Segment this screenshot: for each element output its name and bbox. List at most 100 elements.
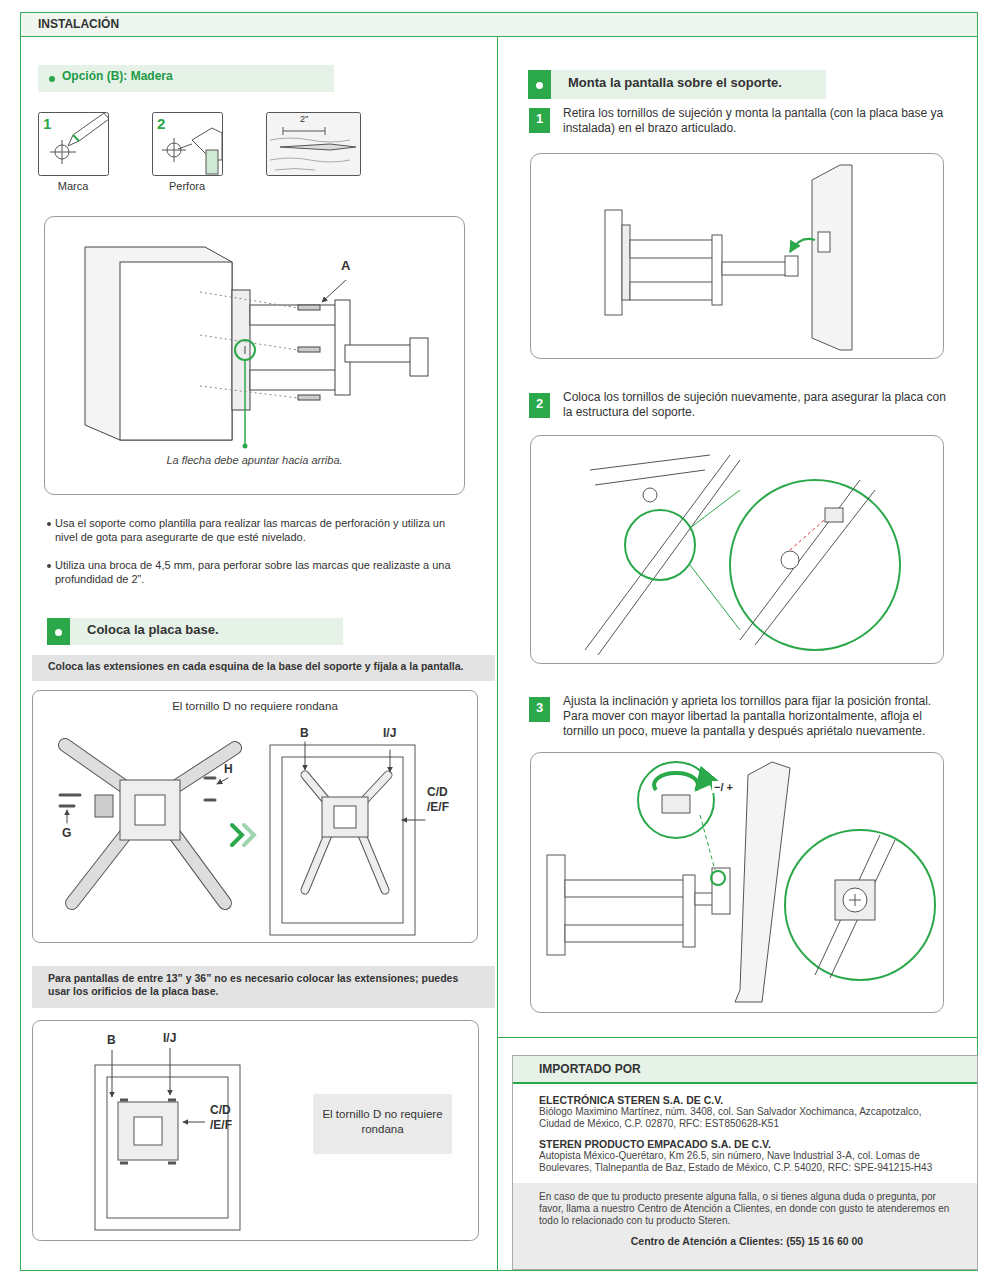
mount-screen-figures-part (585, 455, 730, 650)
base-plate-figure-part (322, 797, 368, 837)
mount-screen-figures (531, 154, 944, 1013)
base-plate-figure-part (120, 780, 180, 840)
node-text: Para pantallas de entre 13” y 36” no es … (32, 966, 495, 1004)
step-icon-drill (153, 113, 223, 176)
step-icon-box: 2Perfora (152, 112, 222, 197)
mount-screen-figures-part (690, 490, 740, 528)
wood-depth-icon-part (283, 127, 284, 135)
node-text: Perfora (152, 180, 222, 193)
step-icon-mark-part (62, 140, 63, 164)
mount-screen-figures-part (722, 262, 790, 275)
mount-screen-figures-part (855, 894, 856, 906)
node-text: Autopista México-Querétaro, Km 26.5, sin… (539, 1150, 955, 1174)
small-plate-figure-part (33, 1021, 479, 1241)
label-holder: C/D /E/F (210, 1103, 250, 1133)
base-plate-figure-part (244, 825, 254, 845)
step-text: Ajusta la inclinación y aprieta los torn… (563, 694, 958, 739)
mount-screen-figures-part (781, 551, 799, 569)
mount-screen-figures-part (712, 235, 722, 305)
base-plate-figure (60, 742, 425, 935)
wall-mount-figure-part (250, 305, 345, 325)
wall-mount-figure-part (250, 370, 345, 390)
node-text: Centro de Atención a Clientes: (55) 15 1… (513, 1227, 977, 1247)
base-plate-figure-part (390, 750, 391, 772)
drawing-part-part (175, 835, 225, 903)
drawing-part-part (200, 335, 298, 350)
node-text: 2 (152, 112, 222, 133)
wood-depth-icon-part (267, 113, 361, 176)
drawing-part (305, 775, 388, 890)
mount-screen-figures-part (812, 165, 852, 350)
node-text: El tornillo D no requiere rondana (33, 691, 477, 713)
drawing-part-part (65, 745, 125, 787)
wall-mount-figure-part (235, 340, 255, 360)
drawing-part-part (200, 292, 298, 308)
callout-letter: A (341, 258, 350, 273)
mount-screen-figures-part (835, 880, 875, 920)
node-text: 2 (529, 393, 550, 414)
label-holder: I/J (163, 1031, 176, 1045)
small-plate-figure-part (112, 1050, 113, 1097)
node-text: Coloca la placa base. (47, 618, 343, 641)
wall-mount-figure-part (410, 338, 428, 376)
page-frame-part (21, 13, 978, 37)
mount-screen-figures-part (547, 855, 565, 955)
option-band: Opción (B): Madera (38, 65, 334, 92)
label-holder: B (107, 1033, 116, 1047)
base-plate-figure-part (67, 810, 68, 823)
mount-screen-figures-part (595, 470, 705, 485)
page-frame-part (498, 1037, 978, 1038)
drawing-part-part (205, 799, 215, 802)
contact-box: En caso de que tu producto presente algu… (513, 1183, 977, 1269)
mount-screen-figures-part (712, 868, 730, 914)
mount-screen-figures-part (622, 225, 630, 300)
drawing-part-part (65, 745, 125, 787)
mount-screen-figures-part (740, 480, 860, 640)
drawing-part (120, 1100, 176, 1163)
small-plate-figure-part (95, 1065, 240, 1230)
mount-screen-figures-part (590, 455, 710, 470)
drawing-part-part (175, 748, 235, 787)
node-text: El tornillo D no requiere rondana (313, 1094, 452, 1150)
label-holder: I/J (383, 726, 396, 740)
label-holder: Ajusta la inclinación y aprieta los torn… (563, 694, 958, 739)
node-text: 3 (529, 697, 550, 718)
mount-screen-figures-part (531, 154, 944, 359)
small-plate-figure-part (183, 1122, 205, 1123)
drawing-part-part (360, 830, 385, 890)
label-holder: B (300, 726, 309, 740)
small-plate-figure-part (118, 1102, 178, 1160)
drawing-part (200, 292, 298, 398)
node-text: Monta la pantalla sobre el soporte. (528, 70, 826, 95)
drawing-part-part (175, 835, 225, 903)
mount-screen-figures-part (790, 515, 830, 550)
callout-letter: B (107, 1033, 116, 1047)
dimension-box: 2" (283, 114, 325, 129)
small-plate-figure-part (134, 1117, 162, 1145)
step-icon-box: 1Marca (38, 112, 108, 197)
bullet-note: Usa el soporte como plantilla para reali… (55, 516, 465, 544)
wall-mount-figure-part (322, 280, 346, 302)
mount-screen-figures-part (565, 880, 690, 897)
mount-screen-figures-part (531, 436, 944, 664)
drawing-part-part (360, 830, 385, 890)
label-holder: A (341, 258, 350, 273)
label-holder: Coloca los tornillos de sujeción nuevame… (563, 390, 958, 420)
node-text: Biólogo Maximino Martínez, núm. 3408, co… (539, 1106, 955, 1130)
label-holder: H (224, 762, 233, 776)
import-box-frame (513, 1056, 978, 1270)
wall-mount-figure-part (120, 262, 232, 440)
step-icon-mark-part (68, 113, 109, 146)
wall-mount-figure-part (85, 247, 232, 440)
step-text: Retira los tornillos de sujeción y monta… (563, 106, 958, 136)
label-holder: Retira los tornillos de sujeción y monta… (563, 106, 958, 136)
node-text: Marca (38, 180, 108, 193)
mount-screen-figures-part (654, 773, 698, 790)
mount-screen-figures-part (598, 460, 740, 655)
mount-screen-figures-part (843, 888, 867, 912)
mount-screen-figures-part (785, 830, 935, 980)
wall-mount-figure-part (345, 345, 420, 362)
label-holder: −/ + (712, 781, 735, 793)
wall-mount-figure-part (244, 360, 246, 446)
